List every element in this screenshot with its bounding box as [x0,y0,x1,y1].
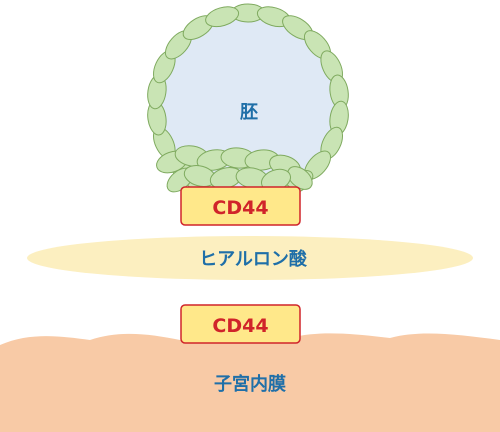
inner-cell [287,166,313,190]
cd44-box-endometrium [180,304,301,344]
cd44-label-top: CD44 [212,197,268,219]
embryo-label: 胚 [239,102,258,123]
hyaluronic-acid-layer [27,236,473,280]
hyaluronic-acid-label: ヒアルロン酸 [199,248,308,270]
trophoblast-cell [205,6,240,28]
cd44-label-bottom: CD44 [212,315,268,337]
endometrium-shape [0,333,500,432]
inner-cell-mass [156,145,313,193]
endometrium-label: 子宮内膜 [214,373,286,395]
cd44-box-embryo [180,186,301,226]
